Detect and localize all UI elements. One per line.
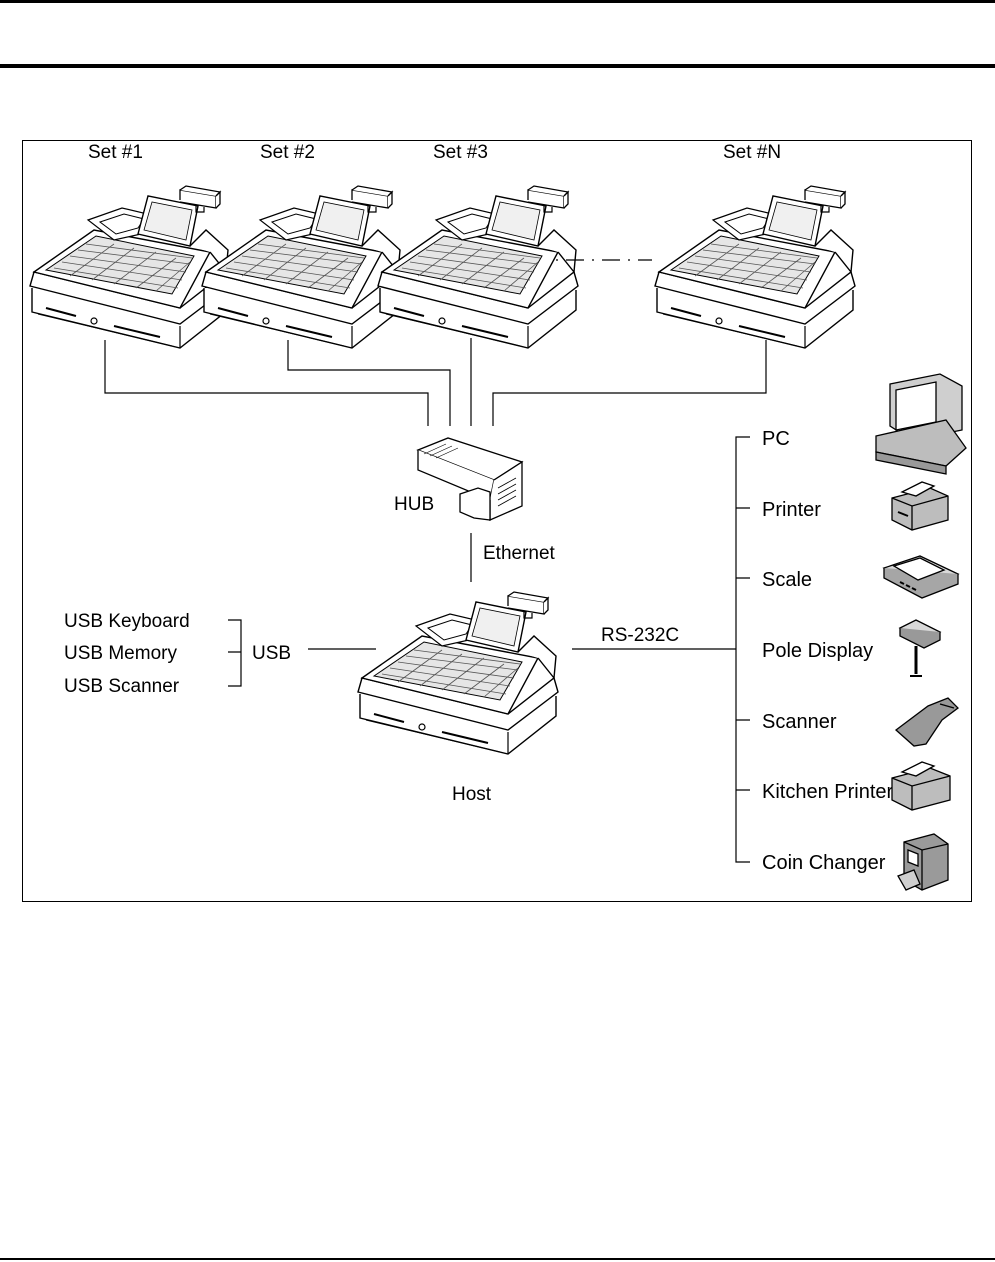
rs232-device-scanner: Scanner: [762, 711, 837, 733]
set-label-n: Set #N: [723, 142, 781, 163]
terminal-set-3: [378, 186, 578, 348]
rs232-device-kitchen-printer: Kitchen Printer: [762, 781, 894, 803]
pc-icon: [876, 374, 966, 474]
hub-label: HUB: [394, 494, 434, 515]
rs232-device-pole-display: Pole Display: [762, 640, 873, 662]
usb-device-keyboard: USB Keyboard: [64, 611, 190, 632]
terminal-set-1: [30, 186, 230, 348]
usb-label: USB: [252, 643, 291, 664]
footer-rule: [0, 1258, 995, 1260]
scanner-icon: [896, 698, 958, 746]
pole-display-icon: [900, 620, 940, 676]
scale-icon: [884, 556, 958, 598]
terminal-set-n: [655, 186, 855, 348]
terminal-set-2: [202, 186, 402, 348]
set-label-2: Set #2: [260, 142, 315, 163]
set-label-1: Set #1: [88, 142, 143, 163]
ethernet-label: Ethernet: [483, 543, 556, 564]
set-to-hub-lines: [105, 338, 766, 426]
set-label-3: Set #3: [433, 142, 488, 163]
rs232-label: RS-232C: [601, 625, 679, 646]
rs232-device-scale: Scale: [762, 569, 812, 591]
kitchen-printer-icon: [892, 762, 950, 810]
usb-bracket: [228, 620, 241, 686]
rs232-device-coin-changer: Coin Changer: [762, 852, 886, 874]
coin-changer-icon: [898, 834, 948, 890]
rs232-device-printer: Printer: [762, 499, 821, 521]
usb-device-scanner: USB Scanner: [64, 676, 180, 697]
host-label: Host: [452, 784, 492, 805]
printer-icon: [892, 482, 948, 530]
rs232-device-pc: PC: [762, 428, 790, 450]
usb-device-memory: USB Memory: [64, 643, 177, 664]
host-terminal: [358, 592, 558, 754]
rs232-bus: [736, 437, 750, 862]
